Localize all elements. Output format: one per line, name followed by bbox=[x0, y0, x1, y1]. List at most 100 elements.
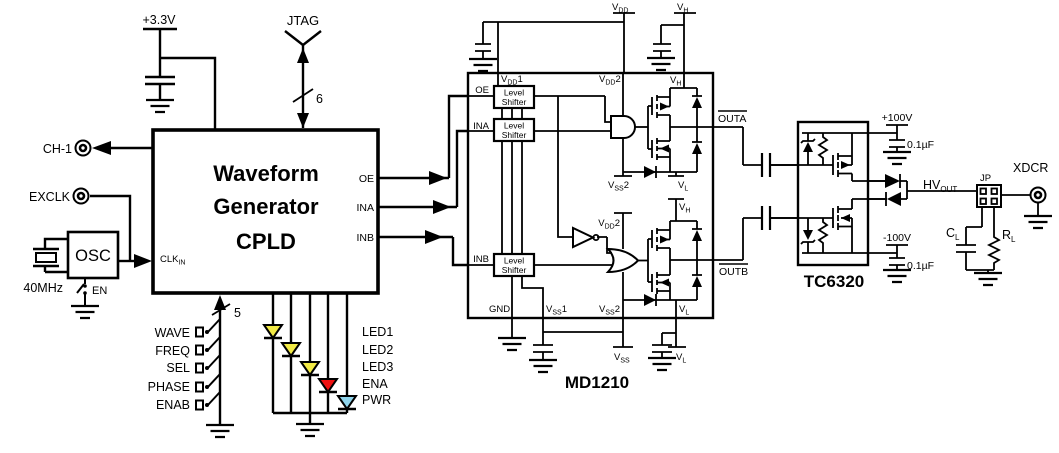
xdcr-jack[interactable] bbox=[1029, 186, 1047, 204]
led2-icon bbox=[280, 341, 302, 358]
level-shifter-3-line1: Level bbox=[504, 256, 524, 266]
pwr-led-icon bbox=[336, 394, 358, 411]
mosfet-pair-b bbox=[623, 198, 743, 318]
v33-label: +3.3V bbox=[142, 13, 176, 27]
level-shifter-1-line2: Shifter bbox=[502, 97, 527, 107]
capacitor bbox=[475, 43, 491, 52]
hvout-label: HVOUT bbox=[923, 178, 957, 194]
ch1-jack[interactable] bbox=[74, 139, 92, 157]
md-bottom-nets bbox=[496, 318, 686, 374]
tc6320-block bbox=[796, 120, 870, 267]
vh-flag bbox=[668, 198, 684, 221]
p100-label: +100V bbox=[882, 112, 913, 124]
ground-symbol bbox=[204, 423, 236, 439]
md-ina-pin: INA bbox=[473, 121, 490, 132]
oscillator bbox=[33, 230, 152, 320]
load-resistor bbox=[986, 207, 1002, 270]
md1210-block bbox=[466, 71, 715, 320]
led1-label: LED1 bbox=[362, 325, 393, 339]
md-vss1-pin: VSS1 bbox=[546, 304, 567, 317]
outa-label: OUTA bbox=[718, 113, 746, 125]
led2-label: LED2 bbox=[362, 343, 393, 357]
en-label: EN bbox=[92, 285, 107, 297]
osc-box bbox=[66, 230, 120, 280]
jp-jumper[interactable] bbox=[976, 184, 1002, 208]
inverter-gate bbox=[572, 226, 596, 249]
arrow-up-icon bbox=[214, 295, 226, 310]
steering-diodes bbox=[868, 174, 977, 206]
vdd2-vss2-rail-b bbox=[614, 212, 632, 318]
vdd-flag-label: VDD bbox=[612, 2, 628, 15]
arrow-left-icon bbox=[92, 141, 111, 155]
supply-3v3-net bbox=[143, 27, 217, 130]
tc-channel-b bbox=[770, 198, 897, 254]
switch-label-wave: WAVE bbox=[155, 326, 190, 340]
clamp-diode bbox=[644, 166, 656, 178]
level-shifter-1 bbox=[492, 84, 536, 110]
cpld-output-wires bbox=[378, 94, 468, 267]
vl-flag bbox=[668, 172, 684, 177]
exclk-jack[interactable] bbox=[72, 187, 90, 205]
body-diode bbox=[692, 221, 702, 260]
dip-switch-bank bbox=[194, 295, 236, 439]
vdd1-pin-label: VDD1 bbox=[501, 74, 523, 87]
ena-led-icon bbox=[317, 377, 339, 394]
bus-slash bbox=[292, 88, 314, 103]
cpld-inb-pin: INB bbox=[356, 232, 374, 244]
capacitor bbox=[760, 206, 772, 230]
capacitor bbox=[760, 153, 772, 177]
supply-p100-net bbox=[881, 124, 913, 166]
exclk-net bbox=[72, 187, 132, 261]
arrow-right-icon bbox=[433, 200, 451, 214]
tc6320-name: TC6320 bbox=[804, 272, 864, 291]
switch-wave[interactable] bbox=[194, 317, 222, 338]
arrow-right-icon bbox=[425, 230, 443, 244]
exclk-label: EXCLK bbox=[29, 190, 71, 204]
vh-net bbox=[645, 12, 696, 88]
body-diode bbox=[692, 127, 702, 172]
cpld-title-2: Generator bbox=[213, 194, 319, 219]
ground-symbol bbox=[972, 271, 1004, 287]
switch-enab[interactable] bbox=[194, 390, 222, 411]
vl-ext-flag-label: VL bbox=[676, 352, 686, 365]
vl-flag-a-label: VL bbox=[678, 180, 688, 193]
vh-pin-label: VH bbox=[670, 75, 681, 88]
cpld-title-1: Waveform bbox=[213, 161, 319, 186]
jtag-bus-width: 6 bbox=[316, 92, 323, 106]
vdd2-pin-label: VDD2 bbox=[599, 74, 621, 87]
md1210-name: MD1210 bbox=[565, 373, 629, 392]
switch-phase[interactable] bbox=[194, 372, 222, 393]
arrow-up-icon bbox=[297, 48, 309, 63]
md1210-section bbox=[466, 12, 798, 374]
led3-icon bbox=[299, 360, 321, 377]
switch-label-sel: SEL bbox=[166, 361, 190, 375]
level-shifter-1-line1: Level bbox=[504, 88, 524, 98]
clkin-pin-label: CLKIN bbox=[160, 254, 185, 267]
logic-routing bbox=[534, 95, 613, 266]
en-switch[interactable] bbox=[76, 278, 87, 306]
switch-label-enab: ENAB bbox=[156, 398, 190, 412]
xdcr-label: XDCR bbox=[1013, 161, 1048, 175]
vss-flag bbox=[543, 318, 633, 348]
capacitor bbox=[653, 43, 671, 52]
md-vss2-pin: VSS2 bbox=[599, 304, 620, 317]
bus-slash bbox=[211, 303, 231, 316]
switch-sel[interactable] bbox=[194, 353, 222, 374]
cpld-block bbox=[151, 128, 380, 295]
tc-channel-a bbox=[770, 132, 897, 182]
switch-freq[interactable] bbox=[194, 335, 222, 356]
ena-label: ENA bbox=[362, 377, 388, 391]
pmos-arrow-icon bbox=[660, 235, 669, 244]
vss-ext-flag-label: VSS bbox=[614, 352, 630, 365]
led3-label: LED3 bbox=[362, 360, 393, 374]
crystal bbox=[33, 237, 68, 274]
osc-freq-label: 40MHz bbox=[23, 281, 63, 295]
body-diode bbox=[692, 88, 702, 127]
and-gate bbox=[610, 115, 636, 139]
nmos-arrow-icon bbox=[660, 144, 669, 153]
status-leds bbox=[262, 293, 358, 438]
level-shifter-3-line2: Shifter bbox=[502, 265, 527, 275]
ground-symbol bbox=[69, 304, 101, 320]
